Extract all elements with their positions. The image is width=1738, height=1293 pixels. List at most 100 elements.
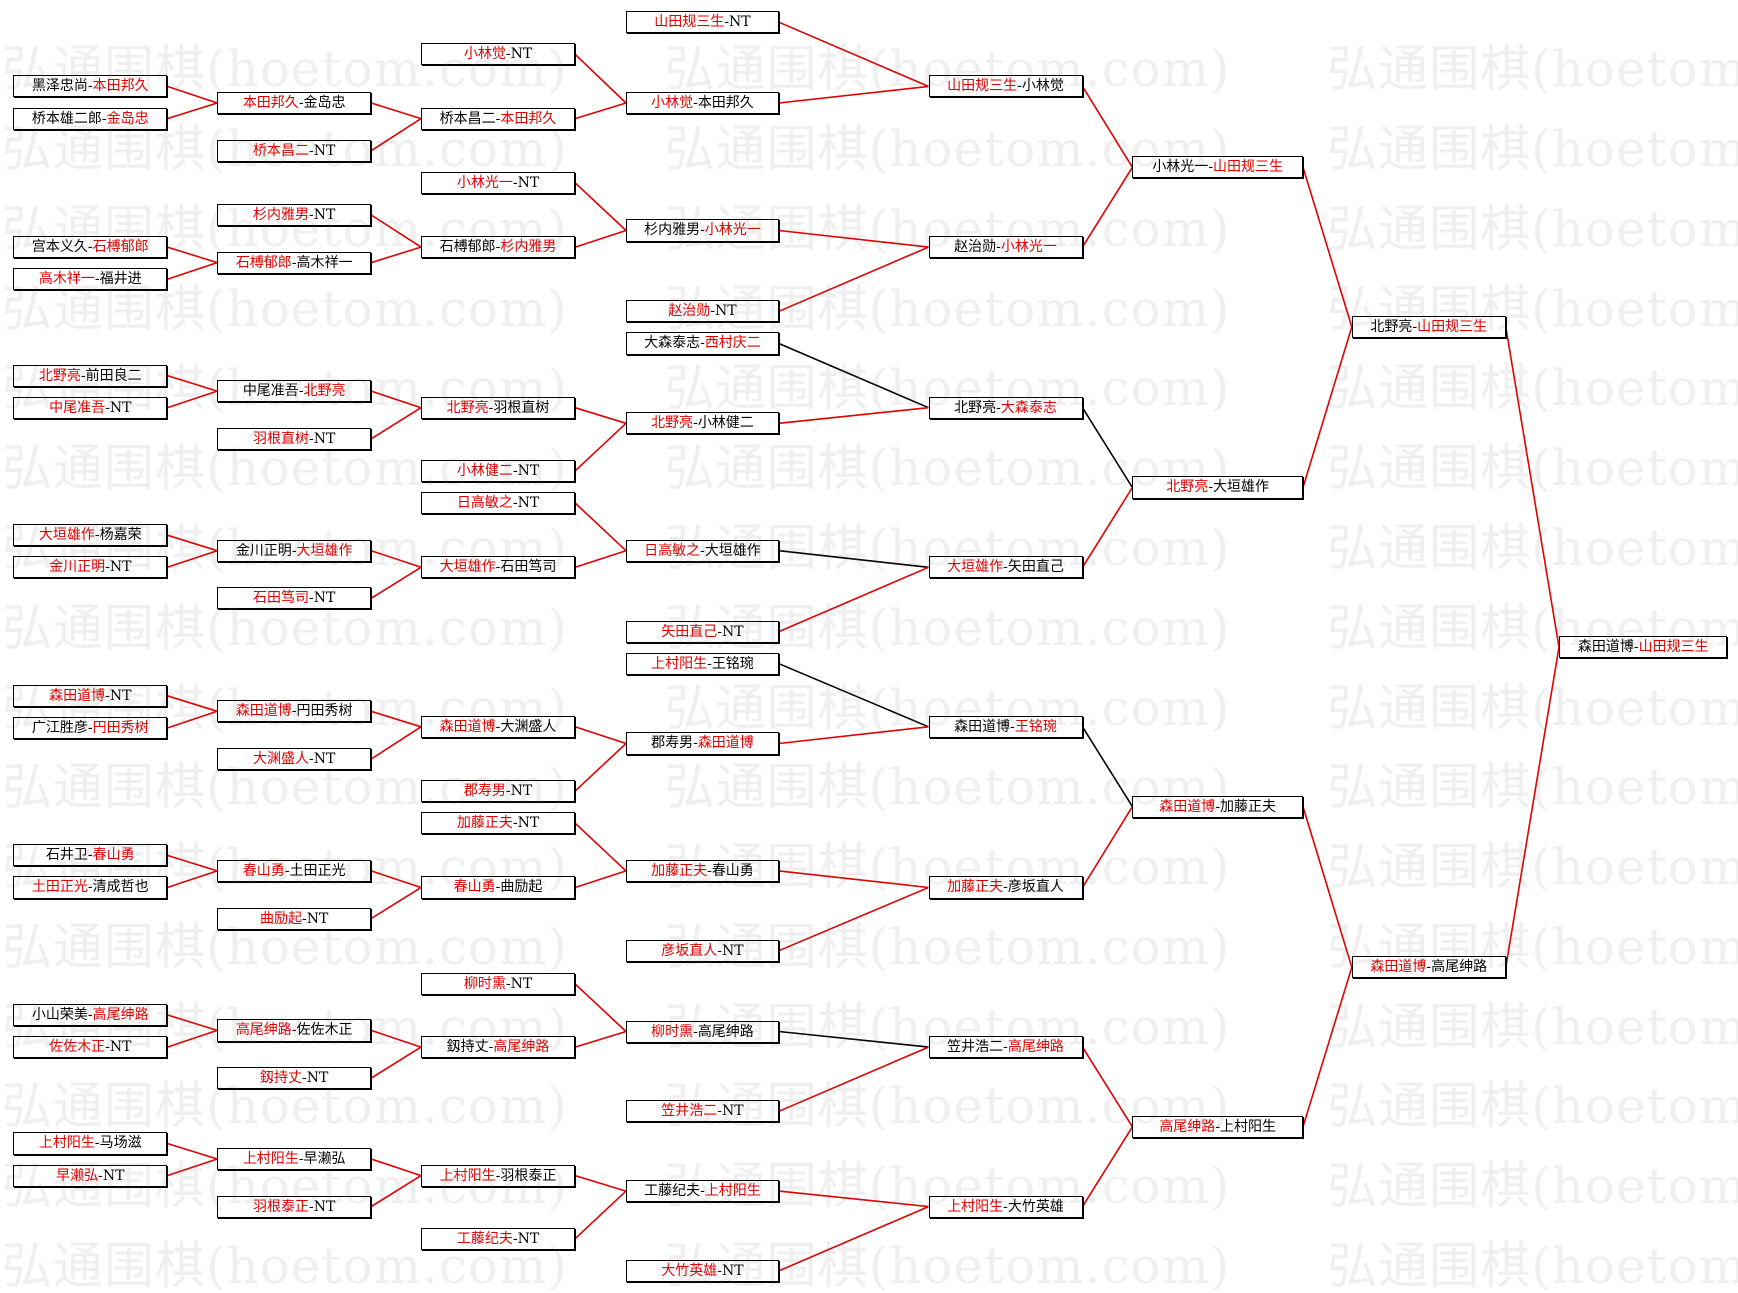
match-box: 森田道博-NT (13, 684, 168, 707)
bracket-connector-line (370, 1046, 422, 1079)
player-name: NT (510, 783, 533, 799)
name-separator: - (284, 862, 290, 879)
name-separator: - (1215, 798, 1221, 815)
bracket-connector-line (574, 422, 627, 472)
match-box: 工藤纪夫-上村阳生 (626, 1180, 779, 1203)
match-box: 羽根泰正-NT (217, 1195, 372, 1218)
bracket-connector-line (1302, 326, 1353, 488)
winner-name: 上村阳生 (38, 1135, 95, 1152)
name-separator: - (710, 303, 716, 320)
match-box: 本田邦久-金岛忠 (217, 92, 372, 115)
winner-name: 大渊盛人 (253, 750, 310, 767)
winner-name: 赵治勋 (668, 303, 711, 320)
winner-name: 高木祥一 (38, 271, 95, 288)
bracket-connector-line (167, 1142, 218, 1160)
match-box: 石榑郁郎-高木祥一 (217, 251, 372, 274)
match-box: 桥本雄二郎-金岛忠 (13, 107, 168, 130)
match-box: 桥本昌二-NT (217, 139, 372, 162)
name-separator: - (1208, 159, 1214, 176)
bracket-connector-line (167, 549, 218, 569)
match-box: 森田道博-山田规三生 (1559, 636, 1728, 659)
bracket-connector-line (167, 390, 218, 409)
winner-name: 大森泰志 (1000, 399, 1057, 416)
name-separator: - (105, 399, 110, 416)
match-box: 赵治勋-小林光一 (928, 236, 1083, 259)
match-box: 上村阳生-王铭琬 (626, 652, 779, 675)
bracket-connector-line (778, 406, 929, 425)
player-name: 大竹英雄 (1007, 1198, 1064, 1215)
name-separator: - (505, 46, 511, 63)
player-name: 大垣雄作 (1213, 479, 1270, 496)
bracket-connector-line (370, 1174, 422, 1208)
bracket-connector-line (370, 117, 422, 152)
winner-name: 杉内雅男 (500, 239, 557, 255)
winner-name: 西村庆二 (704, 335, 761, 352)
name-separator: - (1215, 1118, 1221, 1135)
bracket-connector-line (574, 102, 627, 120)
winner-name: 日高敏之 (644, 542, 701, 559)
name-separator: - (1003, 1198, 1008, 1215)
winner-name: 森田道博 (697, 735, 754, 752)
match-box: 日高敏之-大垣雄作 (626, 539, 779, 562)
winner-name: 北野亮 (446, 399, 489, 416)
player-name: NT (306, 910, 329, 927)
name-separator: - (291, 703, 297, 720)
bracket-connector-line (167, 374, 218, 392)
bracket-connector-line (167, 1014, 218, 1032)
player-name: 早濑弘 (303, 1150, 346, 1167)
winner-name: 佐佐木正 (49, 1039, 106, 1055)
match-box: 上村阳生-大竹英雄 (928, 1195, 1083, 1218)
bracket-connector-line (167, 246, 218, 264)
match-box: 大垣雄作-石田笃司 (421, 556, 575, 579)
winner-name: 笠井浩二 (661, 1103, 718, 1120)
match-box: 广江胜彦-円田秀树 (13, 716, 168, 740)
winner-name: 高尾绅路 (92, 1006, 149, 1023)
match-box: 曲励起-NT (217, 907, 372, 930)
winner-name: 加藤正夫 (947, 879, 1004, 896)
match-box: 北野亮-羽根直树 (421, 396, 575, 419)
player-name: NT (517, 1230, 540, 1247)
player-name: NT (510, 46, 533, 63)
match-box: 杉内雅男-小林光一 (626, 219, 779, 242)
bracket-connector-line (574, 1190, 627, 1240)
winner-name: 上村阳生 (651, 655, 708, 672)
name-separator: - (693, 1023, 698, 1040)
name-separator: - (495, 559, 501, 576)
match-box: 黑泽忠尚-本田邦久 (13, 75, 168, 98)
bracket-connector-line (574, 742, 627, 792)
bracket-connector-line (1081, 726, 1134, 808)
name-separator: - (495, 110, 501, 127)
name-separator: - (505, 783, 511, 799)
player-name: 笠井浩二 (947, 1039, 1004, 1055)
bracket-connector-line (574, 406, 627, 425)
match-box: 郡寿男-森田道博 (626, 732, 779, 755)
player-name: 羽根直树 (493, 399, 550, 416)
match-box: 土田正光-清成哲也 (13, 876, 168, 899)
name-separator: - (717, 1262, 723, 1279)
winner-name: 大垣雄作 (947, 559, 1004, 576)
name-separator: - (94, 527, 100, 544)
winner-name: 工藤纪夫 (456, 1230, 513, 1247)
name-separator: - (717, 942, 723, 959)
match-box: 小林觉-本田邦久 (626, 92, 779, 115)
match-box: 北野亮-大森泰志 (928, 396, 1083, 419)
match-box: 彦坂直人-NT (626, 939, 779, 962)
bracket-connector-line (778, 1046, 929, 1113)
winner-name: 高尾绅路 (493, 1039, 550, 1055)
bracket-connector-line (778, 886, 929, 952)
name-separator: - (1208, 479, 1214, 496)
match-box: 佐佐木正-NT (13, 1036, 168, 1059)
match-box: 笠井浩二-NT (626, 1100, 779, 1123)
match-box: 金川正明-大垣雄作 (217, 539, 372, 562)
match-box: 釼持丈-NT (217, 1067, 372, 1090)
player-name: 黑泽忠尚 (31, 78, 88, 95)
player-name: 本田邦久 (697, 95, 754, 111)
winner-name: 小林光一 (1000, 239, 1057, 255)
winner-name: 上村阳生 (439, 1167, 496, 1184)
winner-name: 彦坂直人 (661, 942, 718, 959)
player-name: 大森泰志 (644, 335, 701, 352)
player-name: 宫本义久 (31, 239, 88, 255)
name-separator: - (512, 462, 518, 479)
name-separator: - (707, 655, 712, 672)
winner-name: 石榑郁郎 (235, 254, 292, 271)
